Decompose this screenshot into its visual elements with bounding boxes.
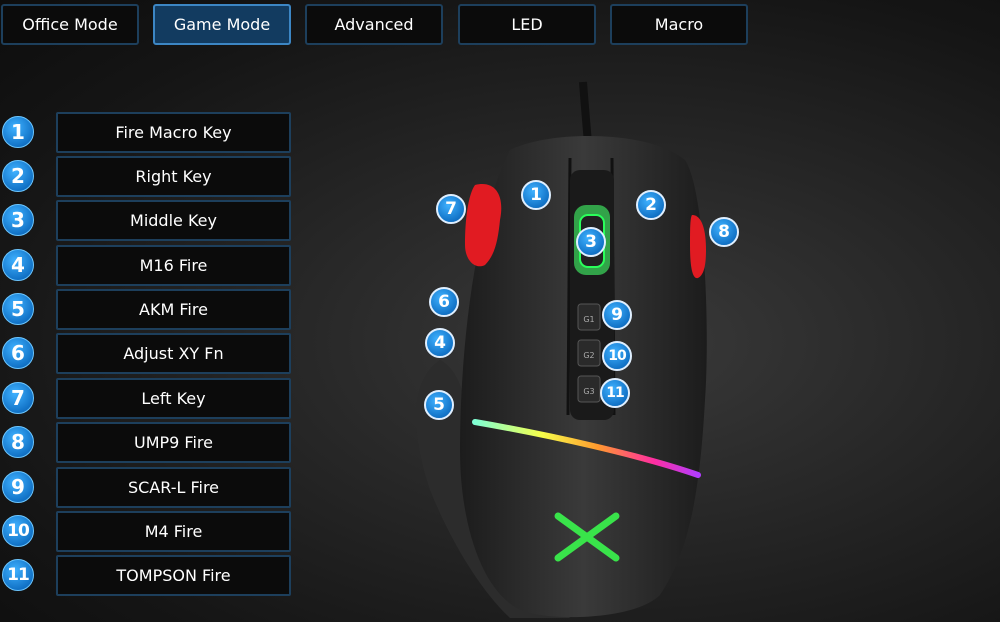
button-function-list: 1 Fire Macro Key 2 Right Key 3 Middle Ke… xyxy=(0,110,300,600)
function-assign-button-11[interactable]: TOMPSON Fire xyxy=(56,555,291,596)
number-badge: 1 xyxy=(2,116,34,148)
g2-label: G2 xyxy=(583,351,594,360)
number-badge: 2 xyxy=(2,160,34,192)
function-row-1: 1 Fire Macro Key xyxy=(0,112,300,154)
g1-label: G1 xyxy=(583,315,594,324)
function-row-10: 10 M4 Fire xyxy=(0,511,300,553)
number-badge: 6 xyxy=(2,337,34,369)
function-assign-button-7[interactable]: Left Key xyxy=(56,378,291,419)
g2-button[interactable] xyxy=(577,339,601,367)
function-assign-button-6[interactable]: Adjust XY Fn xyxy=(56,333,291,374)
function-assign-button-4[interactable]: M16 Fire xyxy=(56,245,291,286)
function-assign-button-3[interactable]: Middle Key xyxy=(56,200,291,241)
right-red-side-button[interactable] xyxy=(690,215,706,279)
number-badge: 4 xyxy=(2,249,34,281)
function-row-3: 3 Middle Key xyxy=(0,200,300,242)
callout-3: 3 xyxy=(576,227,606,257)
callout-9: 9 xyxy=(602,300,632,330)
number-badge: 5 xyxy=(2,293,34,325)
left-red-side-button[interactable] xyxy=(465,184,502,267)
tab-macro[interactable]: Macro xyxy=(610,4,748,45)
number-badge: 8 xyxy=(2,426,34,458)
function-row-7: 7 Left Key xyxy=(0,378,300,420)
g1-button[interactable] xyxy=(577,303,601,331)
callout-2: 2 xyxy=(636,190,666,220)
callout-11: 11 xyxy=(600,378,630,408)
function-assign-button-2[interactable]: Right Key xyxy=(56,156,291,197)
function-row-2: 2 Right Key xyxy=(0,156,300,198)
callout-7: 7 xyxy=(436,194,466,224)
x-logo xyxy=(554,512,620,562)
number-badge: 10 xyxy=(2,515,34,547)
number-badge: 9 xyxy=(2,471,34,503)
function-row-11: 11 TOMPSON Fire xyxy=(0,555,300,597)
rgb-light-strip xyxy=(472,419,701,478)
tab-game-mode[interactable]: Game Mode xyxy=(153,4,291,45)
function-row-9: 9 SCAR-L Fire xyxy=(0,467,300,509)
number-badge: 7 xyxy=(2,382,34,414)
function-row-8: 8 UMP9 Fire xyxy=(0,422,300,464)
function-assign-button-10[interactable]: M4 Fire xyxy=(56,511,291,552)
mouse-diagram: G1 G2 G3 1 2 3 4 5 6 7 8 9 10 11 xyxy=(400,70,760,622)
function-assign-button-9[interactable]: SCAR-L Fire xyxy=(56,467,291,508)
tab-advanced[interactable]: Advanced xyxy=(305,4,443,45)
function-assign-button-5[interactable]: AKM Fire xyxy=(56,289,291,330)
tab-led[interactable]: LED xyxy=(458,4,596,45)
function-assign-button-8[interactable]: UMP9 Fire xyxy=(56,422,291,463)
mode-tab-bar: Office Mode Game Mode Advanced LED Macro xyxy=(0,4,760,46)
callout-6: 6 xyxy=(429,287,459,317)
number-badge: 3 xyxy=(2,204,34,236)
g-button-group: G1 G2 G3 xyxy=(577,303,601,403)
callout-4: 4 xyxy=(425,328,455,358)
callout-10: 10 xyxy=(602,341,632,371)
function-row-6: 6 Adjust XY Fn xyxy=(0,333,300,375)
callout-8: 8 xyxy=(709,217,739,247)
function-assign-button-1[interactable]: Fire Macro Key xyxy=(56,112,291,153)
left-button-seam xyxy=(566,157,572,416)
tab-office-mode[interactable]: Office Mode xyxy=(1,4,139,45)
function-row-5: 5 AKM Fire xyxy=(0,289,300,331)
number-badge: 11 xyxy=(2,559,34,591)
callout-5: 5 xyxy=(424,390,454,420)
callout-1: 1 xyxy=(521,180,551,210)
g3-label: G3 xyxy=(583,387,594,396)
function-row-4: 4 M16 Fire xyxy=(0,245,300,287)
thumb-rest xyxy=(416,360,570,618)
